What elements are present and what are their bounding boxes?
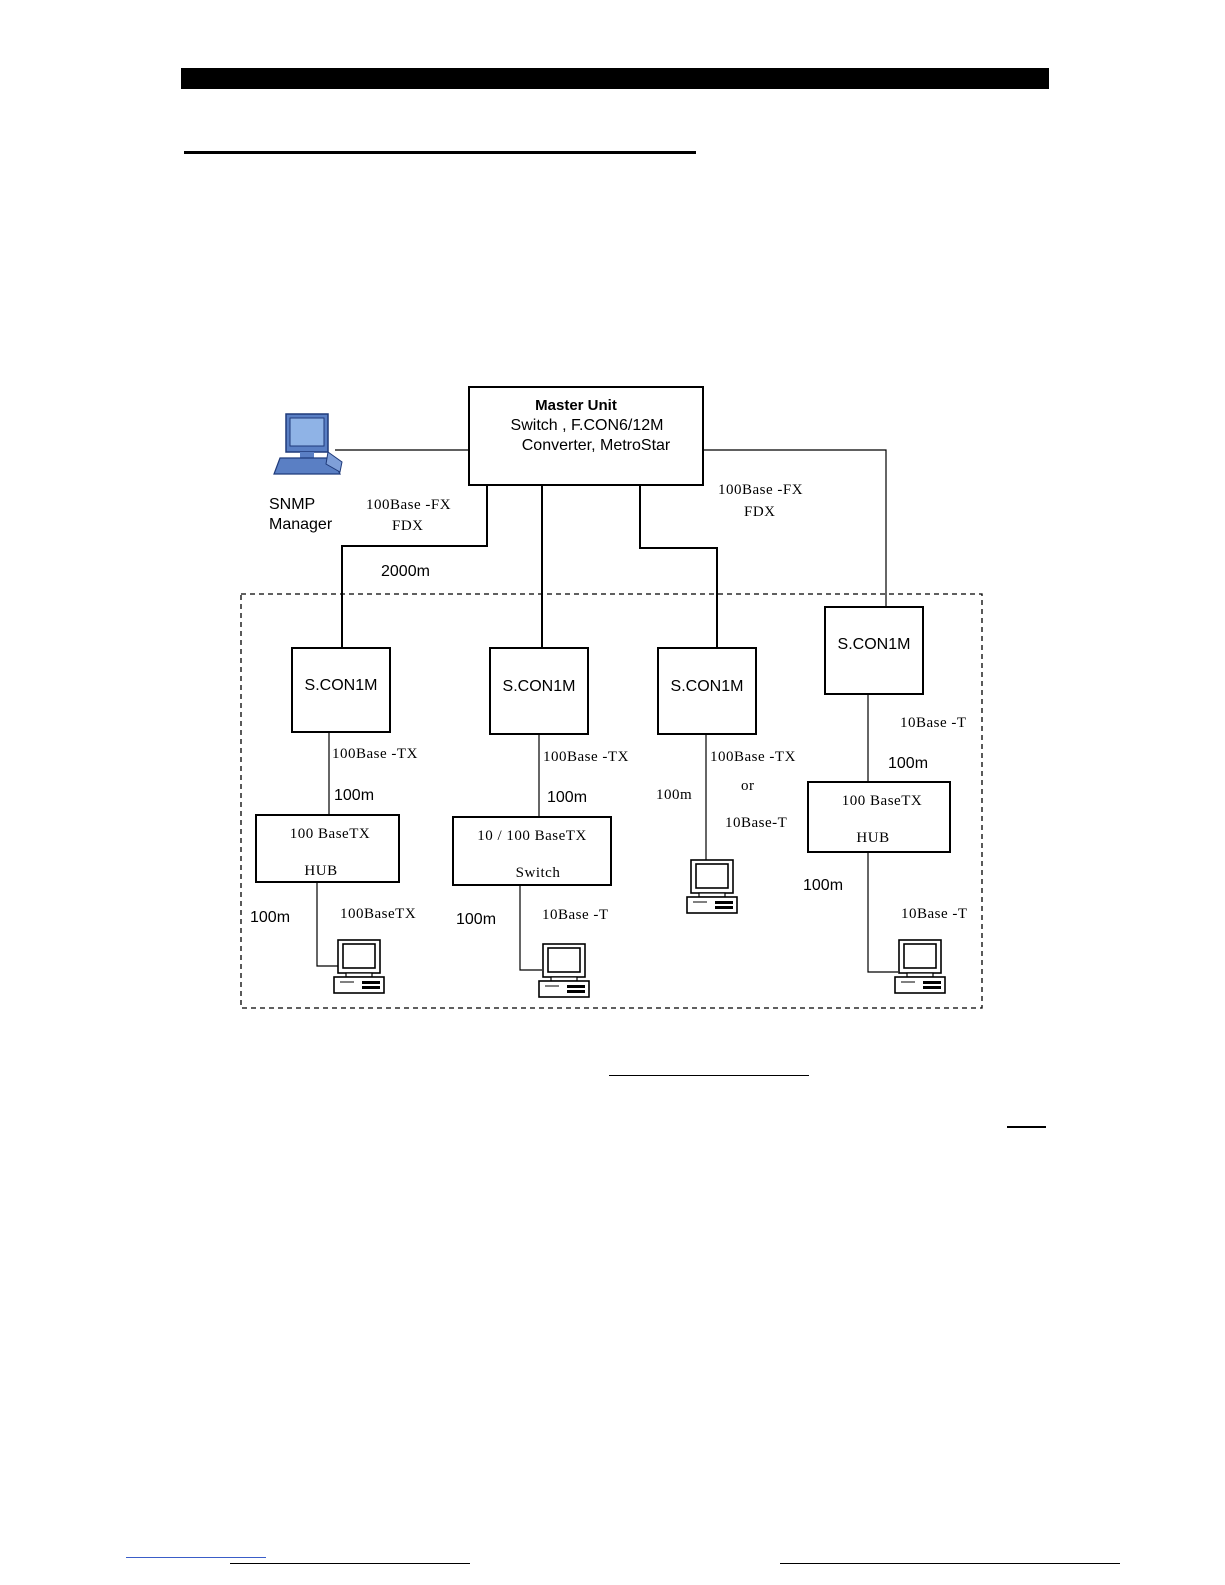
uplink-left-type: 100Base -FX <box>366 497 451 513</box>
node-3-link-distance: 100m <box>656 787 692 803</box>
node-2-device-box <box>489 647 589 735</box>
node-1-hub-line1: 100 BaseTX <box>290 826 370 842</box>
snmp-label-line2: Manager <box>269 516 333 533</box>
node-3-device-label: S.CON1M <box>671 678 744 695</box>
node-2-link-distance: 100m <box>547 789 587 806</box>
node-2-switch-box <box>452 816 612 886</box>
node-4-device-label: S.CON1M <box>838 636 911 653</box>
figure-caption-rule <box>609 1075 809 1076</box>
node-4-pc-distance: 100m <box>803 877 843 894</box>
uplink-node-1 <box>341 485 488 648</box>
node-4-hub-line2: HUB <box>856 830 889 846</box>
node-2-link-type: 100Base -TX <box>543 749 629 765</box>
node-2-switch-line1: 10 / 100 BaseTX <box>477 828 587 844</box>
node-4-pc-link-type: 10Base -T <box>901 906 968 922</box>
desktop-computer-icon <box>686 859 738 914</box>
node-4-pc-link <box>867 852 898 973</box>
node-4-link-type: 10Base -T <box>900 715 967 731</box>
node-1-device-label: S.CON1M <box>305 677 378 694</box>
desktop-computer-icon <box>538 943 590 998</box>
node-1-hub-box <box>255 814 400 883</box>
node-4-link-distance: 100m <box>888 755 928 772</box>
node-3-link-type: 100Base -TX <box>710 749 796 765</box>
uplink-node-4 <box>703 449 887 607</box>
node-2-pc-link-type: 10Base -T <box>542 907 609 923</box>
master-unit-line1: Switch , F.CON6/12M <box>511 417 664 434</box>
master-unit-title: Master Unit <box>535 397 617 414</box>
uplink-right-type: 100Base -FX <box>718 482 803 498</box>
snmp-label-line1: SNMP <box>269 496 315 513</box>
uplink-distance: 2000m <box>381 563 430 580</box>
uplink-left-duplex: FDX <box>392 518 424 534</box>
node-1-link-distance: 100m <box>334 787 374 804</box>
node-1-pc-distance: 100m <box>250 909 290 926</box>
node-3-link-type-alt: 10Base-T <box>725 815 787 831</box>
node-1-hub-line2: HUB <box>304 863 337 879</box>
node-1-device-box <box>291 647 391 733</box>
section-title-rule <box>184 151 696 154</box>
uplink-right-duplex: FDX <box>744 504 776 520</box>
node-3-device-box <box>657 647 757 735</box>
node-2-pc-link <box>519 885 542 971</box>
node-2-device-label: S.CON1M <box>503 678 576 695</box>
master-unit-line2: Converter, MetroStar <box>522 437 671 454</box>
footer-link-rule <box>126 1557 266 1558</box>
node-4-hub-box <box>807 781 951 853</box>
node-4-hub-line1: 100 BaseTX <box>842 793 922 809</box>
node-1-pc-link <box>316 882 338 967</box>
node-1-pc-link-type: 100BaseTX <box>340 906 416 922</box>
node-1-link-type: 100Base -TX <box>332 746 418 762</box>
footer-rule-right <box>780 1563 1120 1564</box>
header-bar <box>181 68 1049 89</box>
uplink-node-3 <box>639 485 718 648</box>
desktop-computer-icon <box>333 939 385 994</box>
desktop-computer-icon <box>894 939 946 994</box>
node-2-switch-line2: Switch <box>516 865 561 881</box>
node-3-link-or: or <box>741 778 755 794</box>
node-4-device-box <box>824 606 924 695</box>
node-2-pc-distance: 100m <box>456 911 496 928</box>
master-unit-box <box>468 386 704 486</box>
workstation-icon <box>273 413 343 475</box>
page-number-rule <box>1007 1126 1046 1128</box>
slave-site-boundary <box>240 593 983 1009</box>
footer-rule <box>230 1563 470 1564</box>
